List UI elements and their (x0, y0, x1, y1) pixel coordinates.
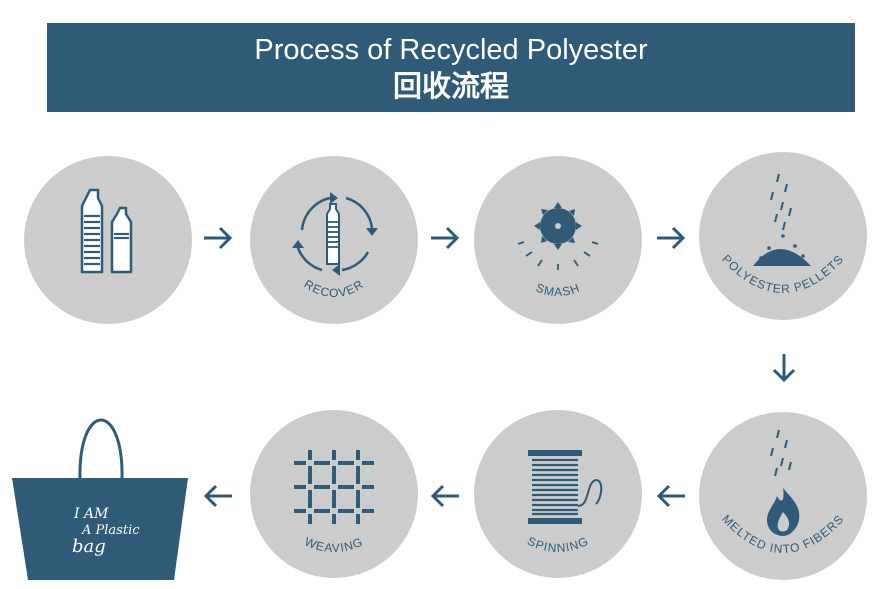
step-bottles (24, 156, 192, 324)
saw-blade-icon: SMASH (517, 202, 599, 299)
step-label-recover: RECOVER (302, 277, 367, 300)
pellets-icon: POLYESTER PELLETS (719, 173, 846, 296)
recycle-icon: RECOVER (292, 192, 378, 300)
step-pellets: POLYESTER PELLETS (699, 152, 867, 320)
arrow-left-icon (430, 484, 459, 508)
arrow-right-icon (204, 226, 233, 250)
spool-icon: SPINNING (525, 450, 603, 555)
step-label-smash: SMASH (534, 280, 582, 299)
step-label-spinning: SPINNING (525, 534, 591, 555)
arrow-right-icon (431, 226, 460, 250)
title-chinese: 回收流程 (392, 69, 509, 103)
step-weaving: WEAVING (250, 410, 418, 578)
bag-text-line2: A Plastic (81, 523, 140, 538)
fire-icon: MELTED INTO FIBERS (719, 429, 846, 556)
bag-text-line1: I AM (73, 506, 109, 522)
title-banner: Process of Recycled Polyester 回收流程 (47, 23, 855, 112)
arrow-left-icon (203, 484, 232, 508)
bottles-icon (80, 188, 133, 274)
arrow-down-icon (772, 354, 796, 383)
step-label-weaving: WEAVING (303, 534, 366, 555)
step-smash: SMASH (474, 156, 642, 324)
step-spinning: SPINNING (474, 410, 642, 578)
weave-icon: WEAVING (294, 450, 374, 555)
arrow-left-icon (656, 484, 685, 508)
bag-text-line3: bag (72, 536, 106, 557)
step-recover: RECOVER (250, 156, 418, 324)
tote-bag-image: I AM A Plastic bag (12, 418, 188, 580)
arrow-right-icon (657, 226, 686, 250)
step-melted: MELTED INTO FIBERS (699, 412, 867, 580)
title-english: Process of Recycled Polyester (254, 34, 648, 66)
